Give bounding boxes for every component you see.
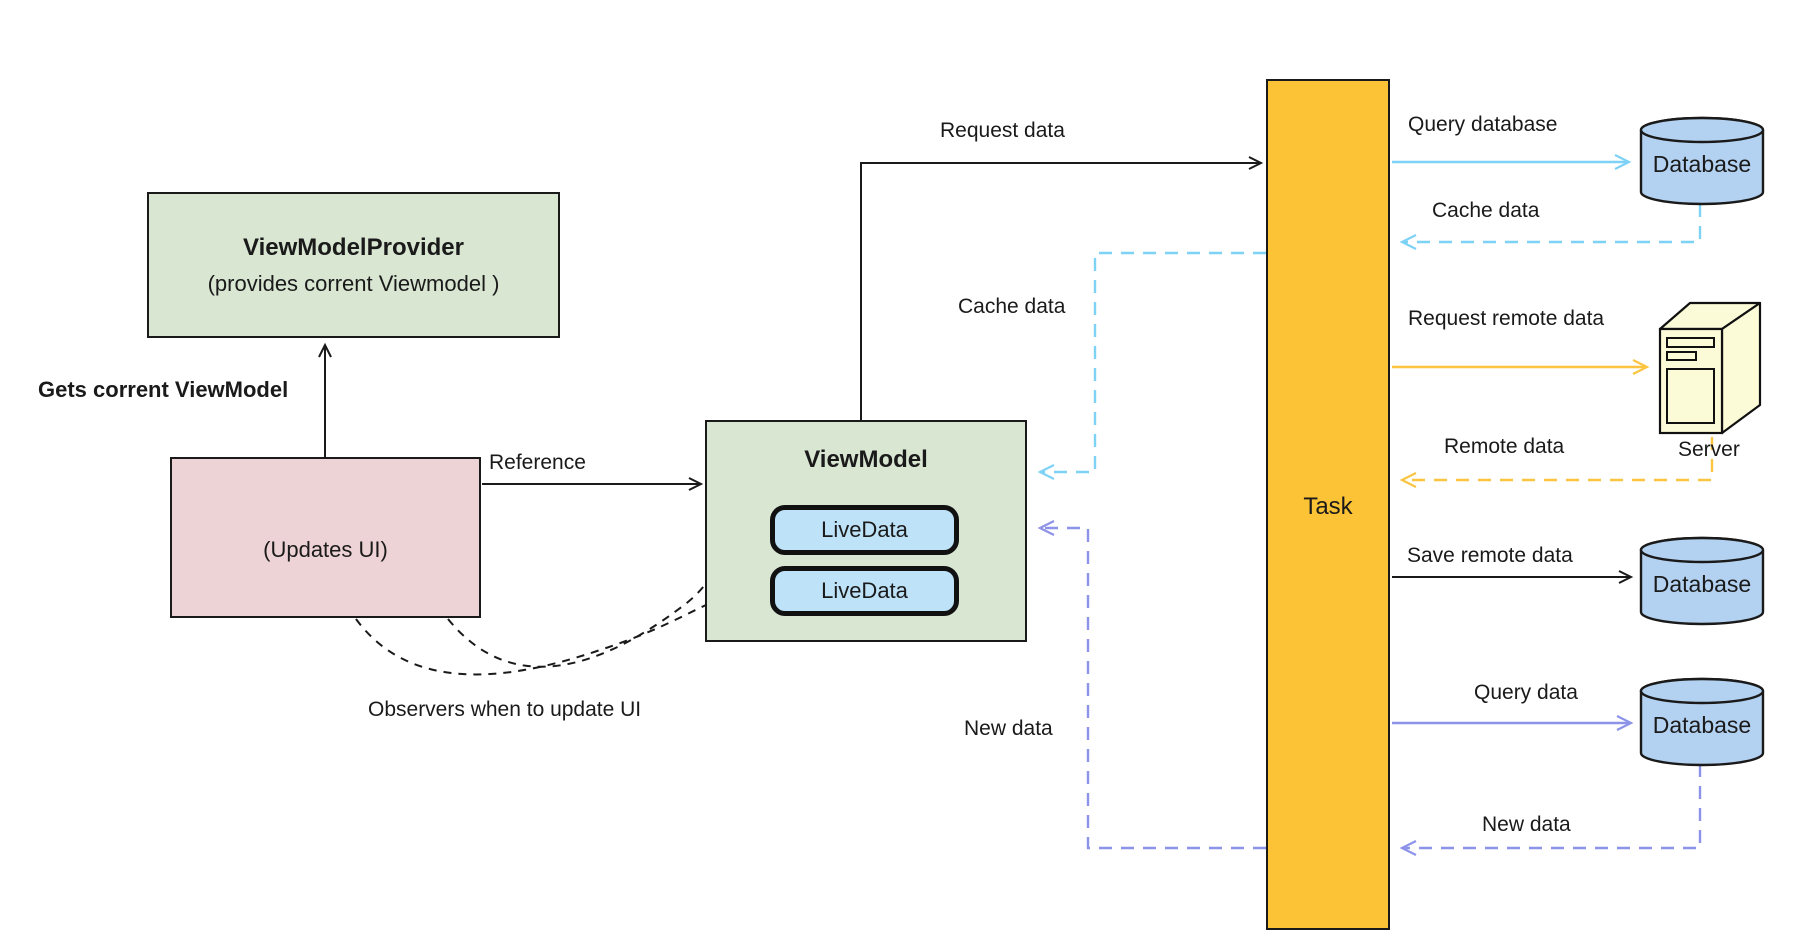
cache-data-right-label: Cache data <box>1432 199 1540 222</box>
observers-label: Observers when to update UI <box>368 698 642 721</box>
server-label: Server <box>1678 438 1740 461</box>
arrow-new-data-return <box>1399 764 1702 856</box>
cache-data-mid-label: Cache data <box>958 295 1066 318</box>
livedata-label-1: LiveData <box>821 517 908 542</box>
save-remote-data-label: Save remote data <box>1407 544 1573 567</box>
updates-ui-box: (Updates UI) <box>170 457 481 618</box>
database-label-top: Database <box>1653 151 1751 177</box>
livedata-box-1: LiveData <box>770 505 959 555</box>
database-icon-middle: Database <box>1639 536 1765 626</box>
updates-ui-label: (Updates UI) <box>263 536 388 562</box>
viewmodel-box: ViewModel LiveData LiveData <box>705 420 1027 642</box>
remote-data-label: Remote data <box>1444 435 1565 458</box>
database-icon-bottom: Database <box>1639 677 1765 767</box>
livedata-label-2: LiveData <box>821 578 908 603</box>
new-data-right-label: New data <box>1482 813 1571 836</box>
query-data-label: Query data <box>1474 681 1578 704</box>
query-database-label: Query database <box>1408 113 1558 136</box>
arrow-cache-data-return <box>1399 204 1702 250</box>
viewmodel-title: ViewModel <box>804 446 928 473</box>
task-bar: Task <box>1266 79 1390 930</box>
arrow-observer-upper <box>447 535 749 668</box>
database-icon-top: Database <box>1639 116 1765 206</box>
request-remote-data-label: Request remote data <box>1408 307 1605 330</box>
new-data-mid-label: New data <box>964 717 1053 740</box>
reference-label: Reference <box>489 451 586 474</box>
arrow-new-data-to-viewmodel <box>1037 520 1266 850</box>
viewmodelprovider-title: ViewModelProvider <box>243 233 464 261</box>
arrow-observer-lower <box>355 587 747 676</box>
arrow-request-data <box>860 156 1264 420</box>
database-label-middle: Database <box>1653 571 1751 597</box>
viewmodelprovider-subtitle: (provides corrent Viewmodel ) <box>207 270 500 296</box>
database-label-bottom: Database <box>1653 712 1751 738</box>
arrow-cache-data-to-viewmodel <box>1037 251 1266 480</box>
server-icon <box>1658 301 1762 435</box>
request-data-label: Request data <box>940 119 1065 142</box>
viewmodelprovider-box: ViewModelProvider (provides corrent View… <box>147 192 560 338</box>
gets-corrent-viewmodel-label: Gets corrent ViewModel <box>38 377 289 402</box>
task-label: Task <box>1303 493 1353 520</box>
livedata-box-2: LiveData <box>770 566 959 616</box>
arrow-remote-data-return <box>1399 437 1714 488</box>
